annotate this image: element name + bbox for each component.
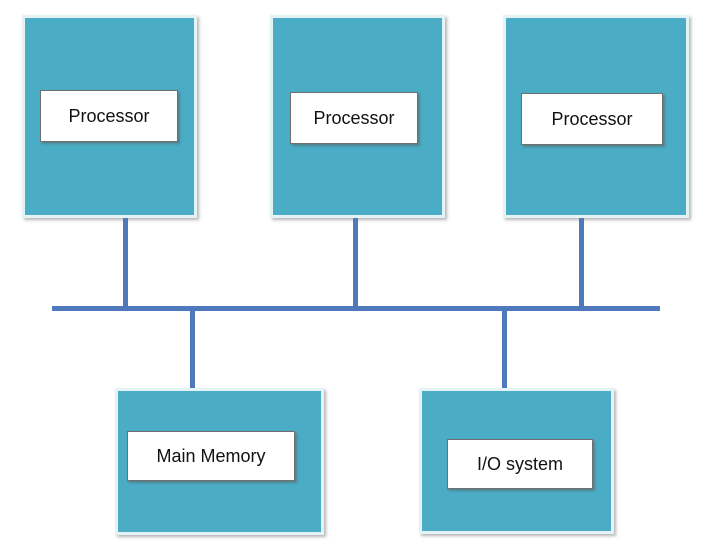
processor-label-2: Processor (313, 107, 395, 128)
main-memory-node: Main Memory (115, 388, 324, 535)
processor-1-connector (123, 218, 128, 308)
main-memory-label-box: Main Memory (127, 431, 295, 481)
processor-node-2: Processor (270, 15, 445, 218)
processor-label-box-2: Processor (290, 92, 418, 144)
processor-label-1: Processor (68, 105, 150, 126)
processor-3-connector (579, 218, 584, 308)
processor-2-connector (353, 218, 358, 308)
io-system-connector (502, 308, 507, 390)
system-bus (52, 306, 660, 311)
io-system-node: I/O system (419, 388, 614, 534)
io-system-label: I/O system (476, 453, 563, 474)
processor-label-box-1: Processor (40, 90, 178, 142)
main-memory-connector (190, 308, 195, 390)
processor-node-3: Processor (503, 15, 689, 218)
io-system-label-box: I/O system (447, 439, 593, 489)
processor-node-1: Processor (22, 15, 197, 218)
main-memory-label: Main Memory (156, 445, 266, 466)
processor-label-box-3: Processor (521, 93, 663, 145)
processor-label-3: Processor (551, 108, 633, 129)
